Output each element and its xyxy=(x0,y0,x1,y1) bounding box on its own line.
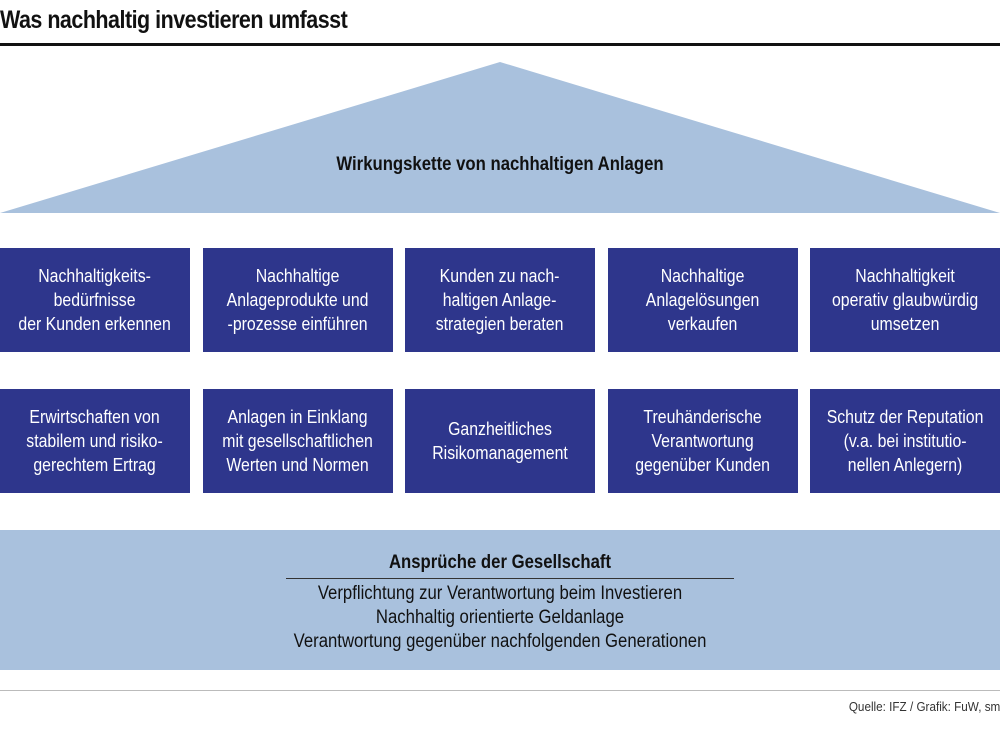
page-title: Was nachhaltig investieren umfasst xyxy=(0,6,348,34)
footer-divider xyxy=(0,690,1000,691)
pillar-box: Nachhaltige Anlagelösungen verkaufen xyxy=(608,248,798,352)
roof-label: Wirkungskette von nachhaltigen Anlagen xyxy=(336,154,664,175)
pillar-box: Nachhaltigkeits- bedürfnisse der Kunden … xyxy=(0,248,190,352)
foundation-line: Verpflichtung zur Verantwortung beim Inv… xyxy=(317,583,683,604)
pillar-box: Nachhaltige Anlageprodukte und -prozesse… xyxy=(203,248,393,352)
pillar-box: Treuhänderische Verantwortung gegenüber … xyxy=(608,389,798,493)
foundation-divider xyxy=(286,578,734,579)
roof-shape xyxy=(0,62,1000,213)
foundation-line: Nachhaltig orientierte Geldanlage xyxy=(375,607,625,628)
pillar-box: Anlagen in Einklang mit gesellschaftlich… xyxy=(203,389,393,493)
pillar-text: Erwirtschaften von stabilem und risiko- … xyxy=(26,407,164,475)
title-divider xyxy=(0,43,1000,46)
pillar-box: Nachhaltigkeit operativ glaubwürdig umse… xyxy=(810,248,1000,352)
pillar-text: Anlagen in Einklang mit gesellschaftlich… xyxy=(222,407,374,475)
source-credit: Quelle: IFZ / Grafik: FuW, sm xyxy=(848,699,1000,714)
pillar-text: Nachhaltige Anlageprodukte und -prozesse… xyxy=(227,266,369,334)
foundation-title: Ansprüche der Gesellschaft xyxy=(388,552,612,573)
pillar-box: Ganzheitliches Risikomanagement xyxy=(405,389,595,493)
roof-triangle xyxy=(0,62,1000,213)
pillar-text: Ganzheitliches Risikomanagement xyxy=(432,419,568,463)
pillar-text: Nachhaltigkeits- bedürfnisse der Kunden … xyxy=(18,266,172,334)
pillar-text: Schutz der Reputation (v.a. bei institut… xyxy=(826,407,984,475)
pillar-box: Schutz der Reputation (v.a. bei institut… xyxy=(810,389,1000,493)
pillar-text: Treuhänderische Verantwortung gegenüber … xyxy=(635,407,771,475)
pillar-box: Erwirtschaften von stabilem und risiko- … xyxy=(0,389,190,493)
foundation-line: Verantwortung gegenüber nachfolgenden Ge… xyxy=(293,631,707,652)
foundation-panel: Ansprüche der Gesellschaft Verpflichtung… xyxy=(0,530,1000,670)
pillar-text: Kunden zu nach- haltigen Anlage- strateg… xyxy=(436,266,564,334)
pillar-text: Nachhaltigkeit operativ glaubwürdig umse… xyxy=(831,266,979,334)
pillar-box: Kunden zu nach- haltigen Anlage- strateg… xyxy=(405,248,595,352)
pillar-text: Nachhaltige Anlagelösungen verkaufen xyxy=(646,266,760,334)
